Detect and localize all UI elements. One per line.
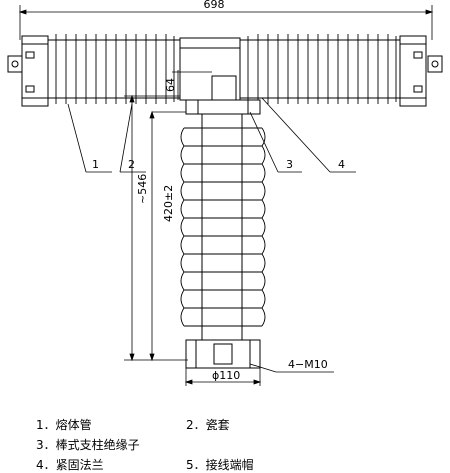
parts-legend: 1．熔体管 2．瓷套 3．棒式支柱绝缘子 4．紧固法兰 5．接线端帽 [0, 400, 450, 473]
overall-width-label: 698 [204, 0, 225, 11]
legend-item-3: 3．棒式支柱绝缘子 [36, 438, 140, 452]
fuse-tube [7, 35, 443, 107]
callout-3: 3 [286, 158, 293, 171]
legend-item-2: 2．瓷套 [186, 418, 230, 432]
insulator-base [185, 339, 261, 369]
legend-item-5: 5．接线端帽 [186, 458, 254, 472]
callout-2: 2 [128, 158, 135, 171]
callout-4: 4 [338, 158, 345, 171]
base-diameter-dimension [184, 368, 262, 386]
height-total-label: ~546 [136, 174, 149, 204]
flange-gap-label: 64 [164, 78, 177, 92]
base-bolts-label: 4−M10 [288, 358, 328, 371]
fastening-flange [185, 75, 261, 115]
legend-item-1: 1．熔体管 [36, 418, 92, 432]
callout-leaders [67, 97, 356, 173]
fuse-assembly-drawing: 698 [7, 0, 443, 386]
height-dimensions [124, 70, 212, 362]
overall-width-dimension [18, 5, 434, 40]
bolts-leader [249, 363, 334, 373]
post-insulator [201, 113, 243, 347]
height-porcelain-label: 420±2 [162, 185, 175, 222]
insulator-sheds [180, 127, 266, 327]
legend-item-4: 4．紧固法兰 [36, 458, 104, 472]
tube-sheds [55, 34, 397, 104]
callout-1: 1 [92, 158, 99, 171]
base-diameter-label: ϕ110 [212, 369, 240, 382]
